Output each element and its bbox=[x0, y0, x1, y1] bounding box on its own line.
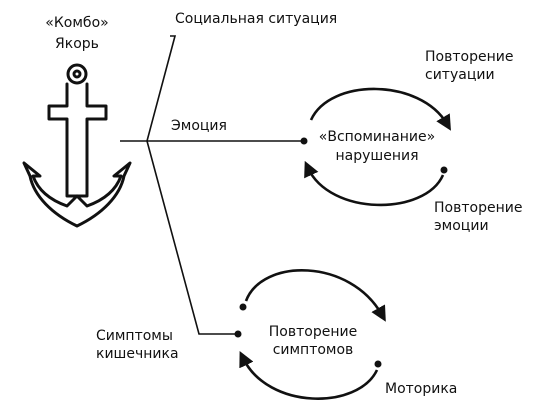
repeat-situation-line1: Повторение bbox=[425, 49, 513, 65]
top-cycle-center-line2: нарушения bbox=[335, 148, 418, 164]
anchor-title: «Комбо» bbox=[45, 15, 108, 31]
top-cycle-upper-arrow bbox=[309, 87, 451, 131]
connector-lines bbox=[120, 35, 304, 335]
top-cycle-center-line1: «Вспоминание» bbox=[319, 129, 435, 145]
bottom-cycle-exit-dot bbox=[374, 360, 382, 368]
social-branch-line bbox=[146, 35, 177, 142]
anchor-icon bbox=[22, 63, 132, 228]
symptoms-label-line1: Симптомы bbox=[96, 328, 173, 344]
bottom-cycle-center-line1: Повторение bbox=[269, 324, 357, 340]
anchor-subtitle: Якорь bbox=[55, 36, 99, 52]
top-cycle-exit-dot bbox=[440, 166, 448, 174]
bottom-cycle-lower-arrow bbox=[239, 350, 379, 400]
bottom-cycle-entry-dot bbox=[234, 330, 242, 338]
emotion-label: Эмоция bbox=[171, 118, 227, 134]
bottom-cycle-center-line2: симптомов bbox=[273, 342, 354, 358]
motility-label: Моторика bbox=[385, 381, 457, 397]
symptoms-branch-line bbox=[146, 140, 238, 335]
top-cycle: «Вспоминание» нарушения Повторение ситуа… bbox=[300, 49, 522, 234]
bottom-cycle-upper-arrow bbox=[244, 269, 386, 322]
bottom-cycle: Повторение симптомов Моторика bbox=[234, 269, 457, 400]
repeat-emotion-line2: эмоции bbox=[434, 218, 489, 234]
repeat-situation-line2: ситуации bbox=[425, 67, 495, 83]
bottom-cycle-left-dot bbox=[239, 303, 247, 311]
top-cycle-entry-dot bbox=[300, 137, 308, 145]
symptoms-label-line2: кишечника bbox=[96, 346, 179, 362]
repeat-emotion-line1: Повторение bbox=[434, 200, 522, 216]
top-cycle-lower-arrow bbox=[304, 160, 445, 207]
social-situation-label: Социальная ситуация bbox=[175, 11, 337, 27]
